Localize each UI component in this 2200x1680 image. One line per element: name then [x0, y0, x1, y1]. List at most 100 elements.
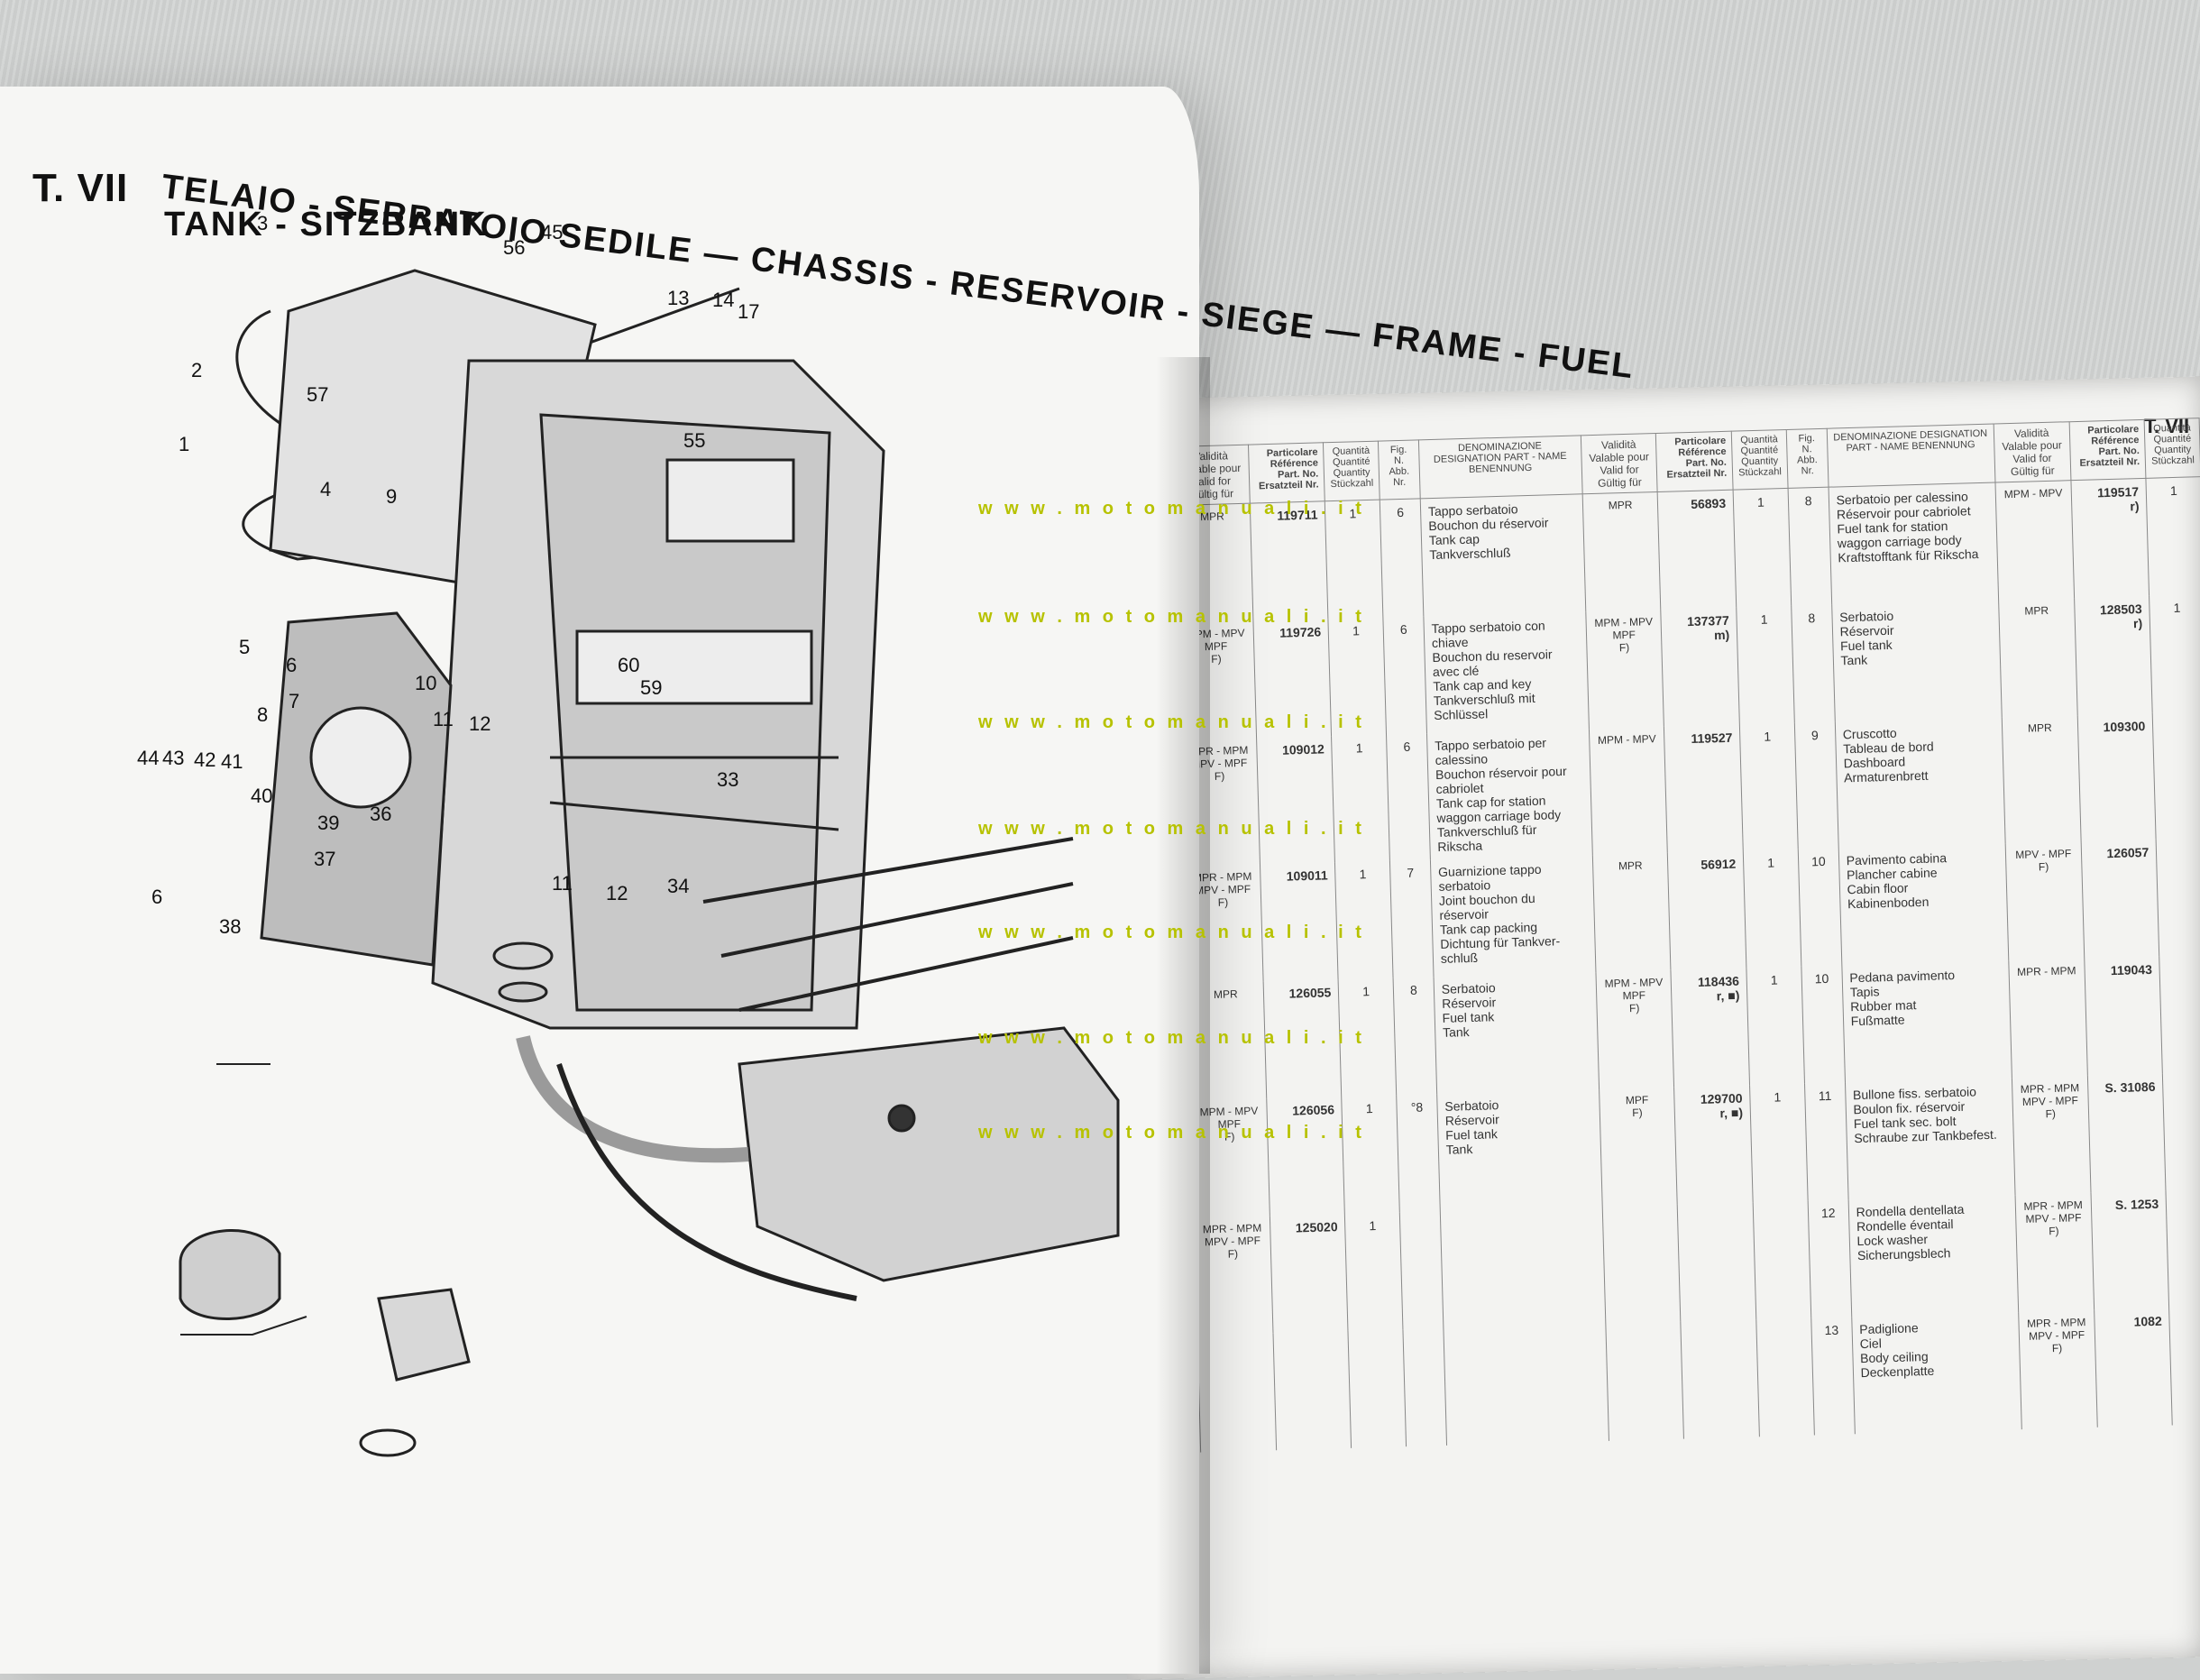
header-qty: Quantità Quantité Quantity Stückzahl: [1731, 429, 1788, 491]
table-cell-val: MPM - MPV: [1589, 726, 1668, 856]
table-cell-pn: 1082: [2094, 1308, 2173, 1428]
table-cell-fig: 10: [1801, 965, 1846, 1084]
table-cell-q: 1: [1344, 1212, 1403, 1331]
fuel-cap: [492, 941, 554, 970]
table-cell-desc: Padiglione Ciel Body ceiling Deckenplatt…: [1851, 1312, 2022, 1435]
table-cell-pn: S. 1253: [2090, 1190, 2169, 1310]
header-part: Particolare Référence Part. No. Ersatzte…: [2068, 419, 2147, 481]
header-qty: Quantità Quantité Quantity Stückzahl: [2144, 418, 2200, 479]
callout-number: 11: [433, 708, 454, 730]
callout-number: 5: [239, 636, 251, 658]
table-cell-pn: 56893: [1657, 490, 1737, 610]
watermark: w w w . m o t o m a n u a l i . i t: [978, 1028, 1365, 1048]
table-cell-pn: 125020: [1270, 1213, 1349, 1334]
table-cell-fig: [1402, 1327, 1447, 1447]
table-cell-desc: Serbatoio Réservoir Fuel tank Tank: [1831, 600, 2003, 722]
callout-number: 10: [415, 672, 437, 694]
table-cell-fig: 10: [1798, 848, 1842, 967]
table-cell-desc: Serbatoio per calessino Réservoir pour c…: [1828, 482, 1999, 605]
callout-number: 14: [712, 289, 735, 311]
watermark: w w w . m o t o m a n u a l i . i t: [978, 923, 1365, 942]
callout-number: 59: [640, 676, 663, 699]
table-cell-pn: 126057: [2080, 839, 2159, 959]
left-page: T. VII TELAIO - SERBATOIO SEDILE — CHASS…: [0, 87, 1636, 1674]
callout-number: 55: [683, 429, 706, 452]
callout-number: 45: [541, 221, 564, 243]
callout-number: 7: [289, 690, 300, 712]
table-cell-q: [2152, 711, 2200, 840]
page-title-line-2: TANK - SITZBANK: [164, 206, 488, 243]
callout-number: 40: [251, 785, 273, 807]
table-cell-fig: 9: [1794, 721, 1838, 849]
header-desc: DENOMINAZIONE DESIGNATION PART - NAME BE…: [1418, 435, 1582, 499]
table-cell-desc: Pavimento cabina Plancher cabine Cabin f…: [1838, 843, 2009, 966]
table-cell-fig: 8: [1787, 487, 1832, 606]
chassis-rails: [702, 837, 1074, 1012]
table-cell-q: 1: [1342, 1095, 1400, 1214]
header-valid: Validità Valable pour Valid for Gültig f…: [1581, 433, 1658, 494]
table-cell-desc: Serbatoio Réservoir Fuel tank Tank: [1433, 972, 1600, 1095]
table-cell-fig: [1399, 1211, 1444, 1330]
callout-number: 4: [320, 478, 332, 500]
table-cell-desc: [1443, 1323, 1609, 1446]
table-cell-fig: °8: [1396, 1094, 1441, 1213]
callout-number: 8: [257, 703, 269, 726]
callout-number: 12: [606, 882, 628, 904]
exploded-parts-diagram: [179, 269, 1120, 1457]
table-cell-pn: 137377 m): [1661, 607, 1740, 727]
callout-number: 33: [717, 768, 739, 791]
table-cell-desc: Tappo serbatoio con chiave Bouchon du re…: [1423, 611, 1590, 734]
callout-number: 6: [151, 886, 163, 908]
fuel-line: [556, 1063, 857, 1301]
table-cell-desc: Serbatoio Réservoir Fuel tank Tank: [1436, 1089, 1602, 1212]
header-part: Particolare Référence Part. No. Ersatzte…: [1248, 442, 1325, 504]
filler-neck: [516, 1035, 749, 1163]
callout-number: 41: [221, 750, 243, 773]
table-cell-pn: 129700 r, ■): [1674, 1085, 1754, 1205]
table-cell-q: 1: [1334, 860, 1394, 980]
table-cell-desc: Rondella dentellata Rondelle éventail Lo…: [1847, 1195, 2019, 1317]
callout-number: 44: [137, 747, 160, 769]
callout-number: 56: [503, 236, 526, 259]
callout-number: 42: [194, 748, 216, 771]
table-cell-fig: 6: [1386, 733, 1431, 861]
table-cell-q: 1: [2149, 594, 2200, 713]
callout-number: 11: [552, 872, 573, 895]
callout-number: 9: [386, 485, 398, 508]
watermark: w w w . m o t o m a n u a l i . i t: [978, 819, 1365, 839]
left-page-tab: T. VII: [32, 166, 129, 210]
table-cell-desc: [1440, 1207, 1606, 1328]
table-cell-pn: 118436 r, ■): [1671, 968, 1750, 1088]
table-cell-val: [1601, 1204, 1682, 1324]
header-fig: Fig. N. Abb. Nr.: [1786, 428, 1829, 489]
table-cell-fig: 13: [1810, 1317, 1855, 1436]
table-cell-val: MPR: [1581, 491, 1662, 612]
watermark: w w w . m o t o m a n u a l i . i t: [978, 712, 1365, 732]
table-cell-q: 1: [1331, 734, 1390, 863]
table-cell-desc: Tappo serbatoio per calessino Bouchon ré…: [1426, 729, 1593, 860]
table-cell-q: [2159, 954, 2200, 1074]
header-valid: Validità Valable pour Valid for Gültig f…: [1994, 421, 2071, 483]
callout-number: 6: [286, 654, 298, 676]
table-cell-q: [1755, 1317, 1815, 1437]
table-cell-pn: [1272, 1330, 1352, 1451]
table-cell-q: [2162, 1071, 2200, 1191]
table-cell-val: MPR - MPM MPV - MPF F): [2012, 1075, 2091, 1196]
table-cell-pn: 119043: [2084, 956, 2163, 1076]
fuel-tap: [377, 1288, 471, 1382]
cap-gasket: [498, 981, 548, 1003]
table-cell-q: [2166, 1189, 2200, 1308]
table-cell-q: [2156, 838, 2200, 957]
table-cell-val: MPM - MPV MPF F): [1585, 609, 1664, 730]
table-cell-q: 1: [1746, 966, 1805, 1086]
callout-number: 60: [618, 654, 640, 676]
table-cell-pn: 56912: [1667, 850, 1747, 970]
callout-number: 2: [191, 359, 203, 381]
table-cell-desc: Tappo serbatoio Bouchon du réservoir Tan…: [1420, 493, 1586, 617]
table-cell-pn: S. 31086: [2086, 1073, 2167, 1193]
table-cell-pn: 109300: [2076, 712, 2157, 842]
header-fig: Fig. N. Abb. Nr.: [1378, 439, 1421, 500]
table-cell-fig: 11: [1804, 1082, 1848, 1201]
table-cell-q: 1: [1749, 1083, 1808, 1203]
table-cell-fig: 8: [1393, 977, 1437, 1096]
